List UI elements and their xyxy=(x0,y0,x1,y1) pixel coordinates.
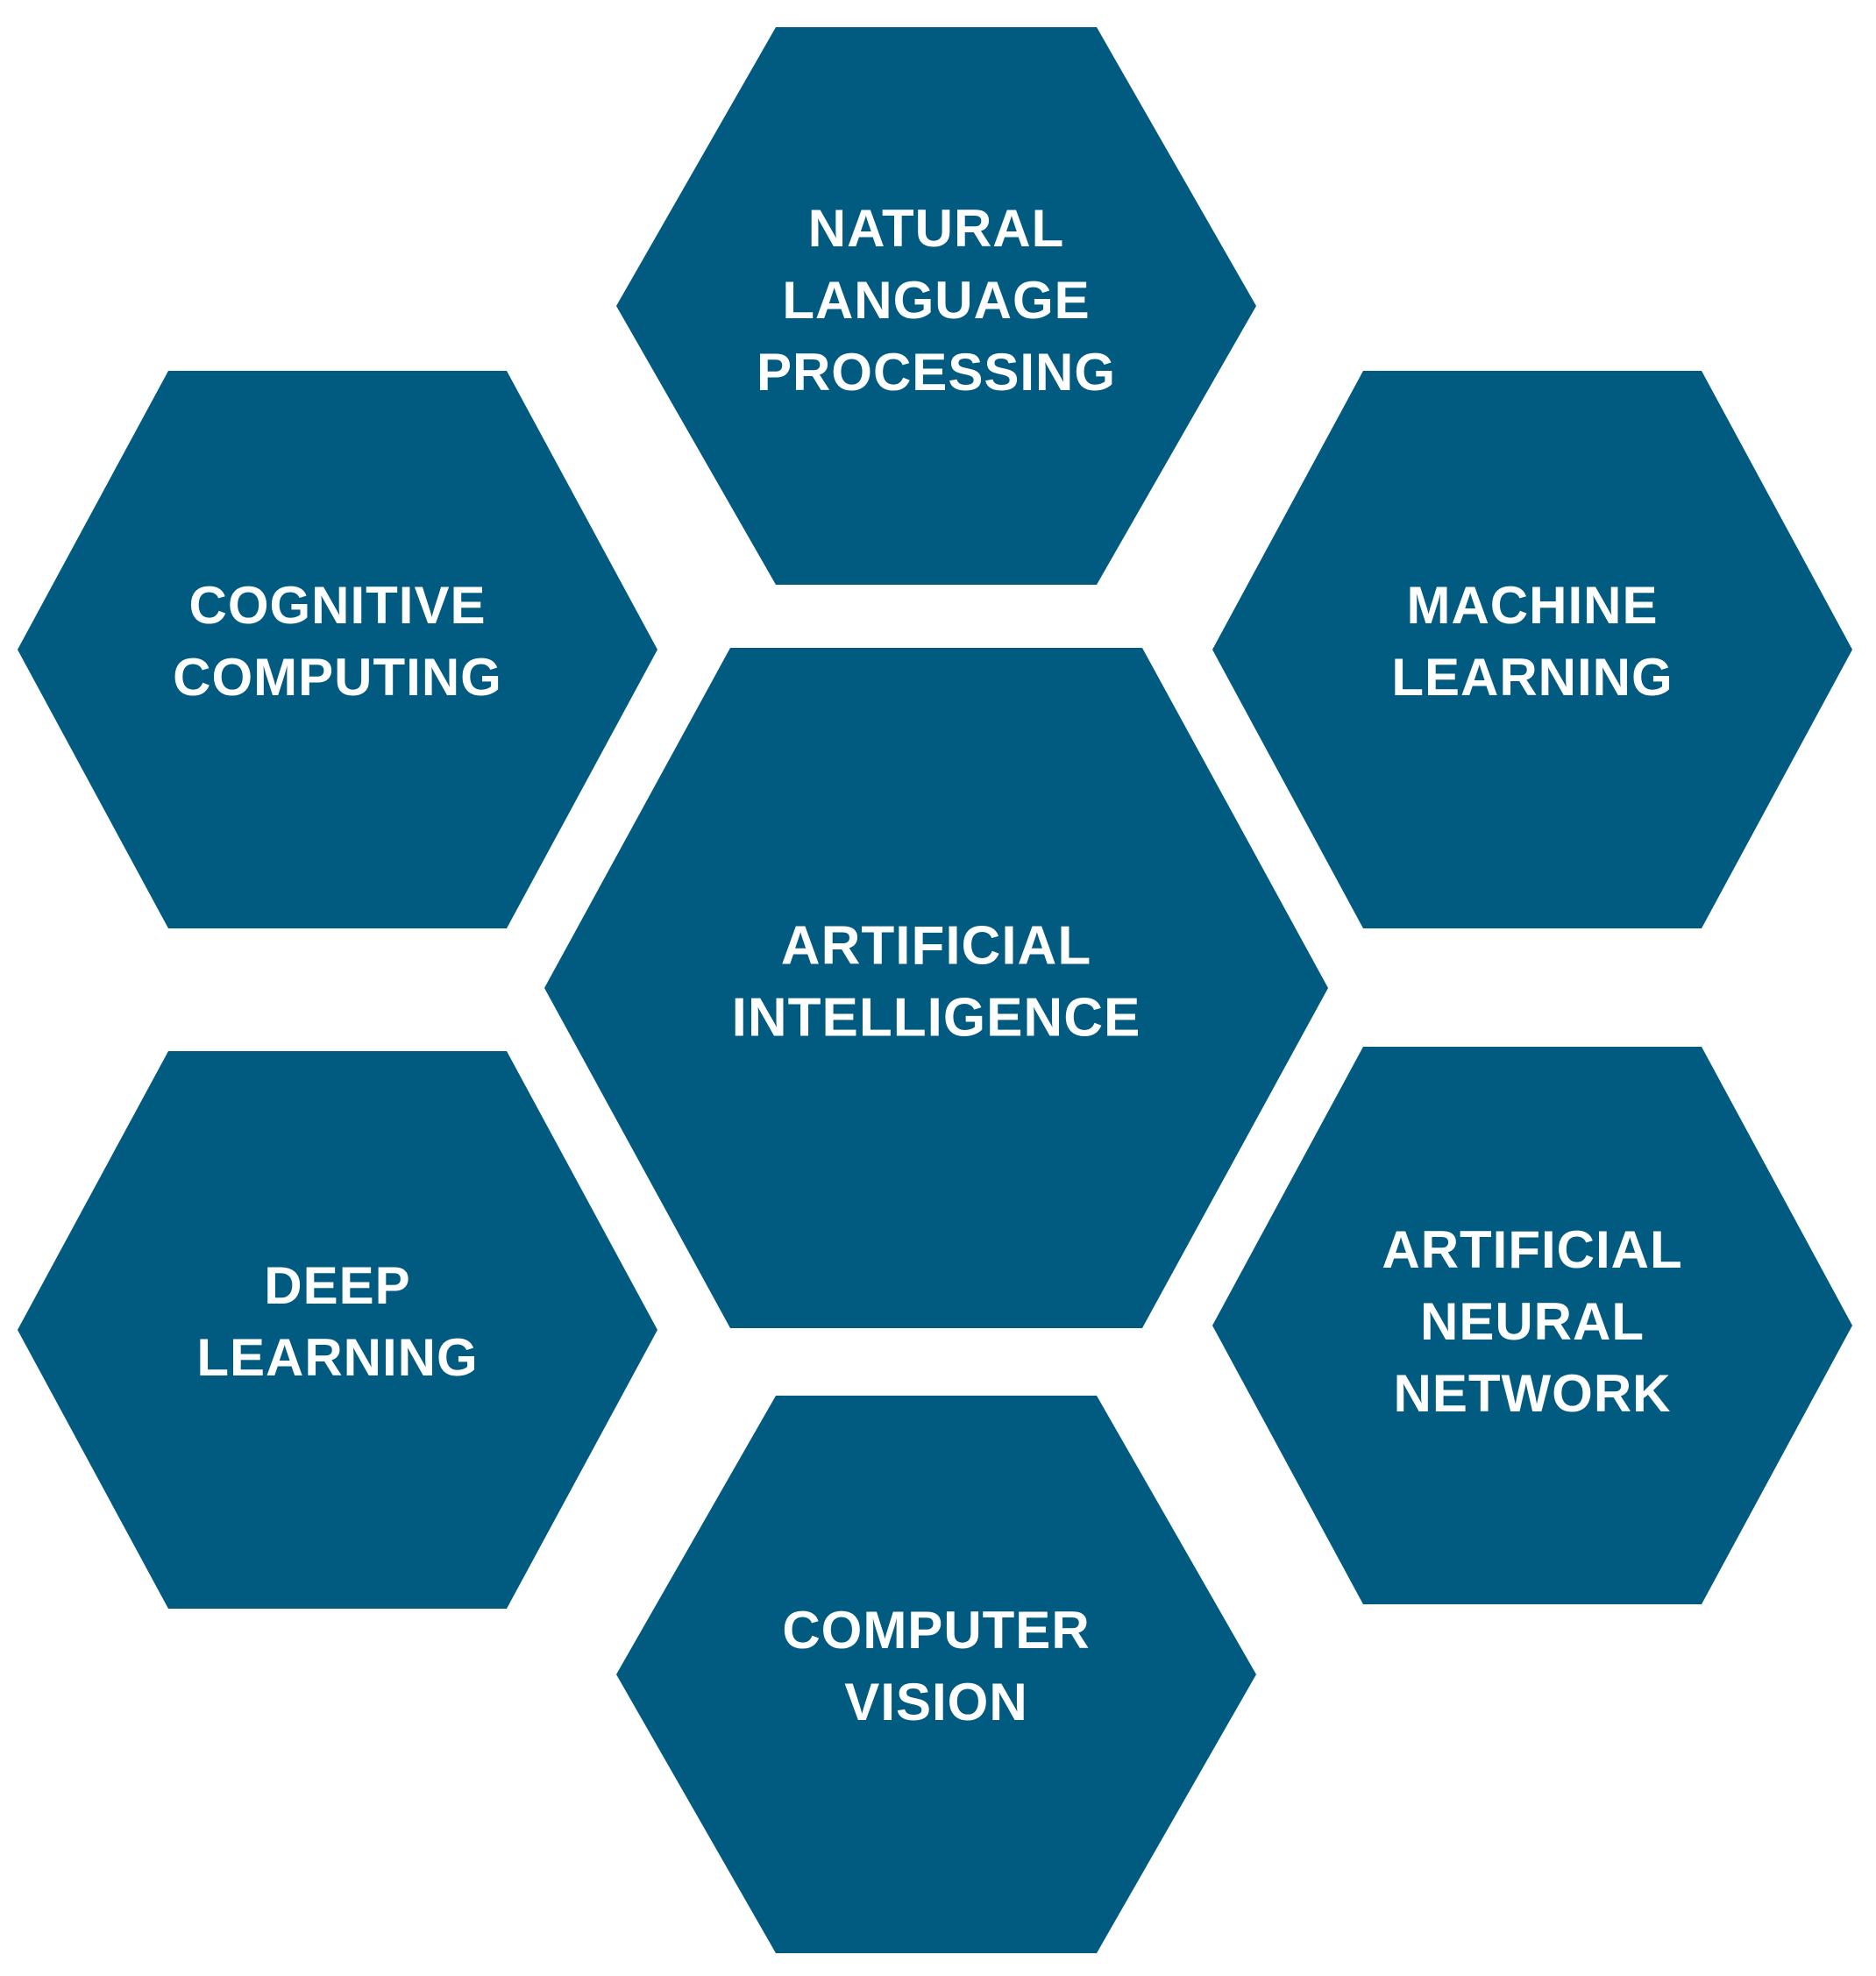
hexagon-shape-natural-language-processing xyxy=(616,27,1256,585)
hexagon-label-artificial-intelligence-line-1: ARTIFICIAL xyxy=(781,915,1091,976)
hexagon-artificial-intelligence: ARTIFICIAL INTELLIGENCE xyxy=(544,648,1328,1328)
hexagon-label-natural-language-processing-line-1: NATURAL xyxy=(808,199,1065,258)
hexagon-shape-cognitive-computing xyxy=(18,371,657,928)
hexagon-label-machine-learning-line-1: MACHINE xyxy=(1407,576,1659,635)
hexagon-label-artificial-neural-network-line-3: NETWORK xyxy=(1394,1364,1672,1423)
hexagon-natural-language-processing: NATURAL LANGUAGE PROCESSING xyxy=(616,27,1256,585)
hexagon-label-artificial-intelligence-line-2: INTELLIGENCE xyxy=(732,987,1141,1048)
hexagon-label-computer-vision-line-1: COMPUTER xyxy=(782,1601,1090,1660)
hexagon-label-artificial-neural-network-line-1: ARTIFICIAL xyxy=(1382,1220,1682,1279)
hexagon-label-machine-learning-line-2: LEARNING xyxy=(1391,648,1673,707)
hexagon-label-deep-learning-line-1: DEEP xyxy=(264,1256,410,1315)
hexagon-label-cognitive-computing-line-2: COMPUTING xyxy=(173,648,502,707)
hexagon-label-natural-language-processing-line-2: LANGUAGE xyxy=(782,271,1090,330)
hexagon-machine-learning: MACHINE LEARNING xyxy=(1212,371,1852,928)
hexagon-artificial-neural-network: ARTIFICIAL NEURAL NETWORK xyxy=(1212,1047,1852,1604)
hexagon-computer-vision: COMPUTER VISION xyxy=(616,1396,1256,1953)
hexagon-label-cognitive-computing-line-1: COGNITIVE xyxy=(188,576,486,635)
hexagon-shape-computer-vision xyxy=(616,1396,1256,1953)
hexagon-label-computer-vision-line-2: VISION xyxy=(844,1673,1027,1731)
hexagon-cognitive-computing: COGNITIVE COMPUTING xyxy=(18,371,657,928)
hexagon-shape-artificial-intelligence xyxy=(544,648,1328,1328)
hexagon-label-artificial-neural-network-line-2: NEURAL xyxy=(1420,1292,1645,1351)
hexagon-label-natural-language-processing-line-3: PROCESSING xyxy=(757,343,1116,402)
hexagon-shape-artificial-neural-network xyxy=(1212,1047,1852,1604)
hexagon-shape-deep-learning xyxy=(18,1051,657,1609)
hexagon-deep-learning: DEEP LEARNING xyxy=(18,1051,657,1609)
hexagon-label-deep-learning-line-2: LEARNING xyxy=(196,1328,478,1387)
hexagon-shape-machine-learning xyxy=(1212,371,1852,928)
